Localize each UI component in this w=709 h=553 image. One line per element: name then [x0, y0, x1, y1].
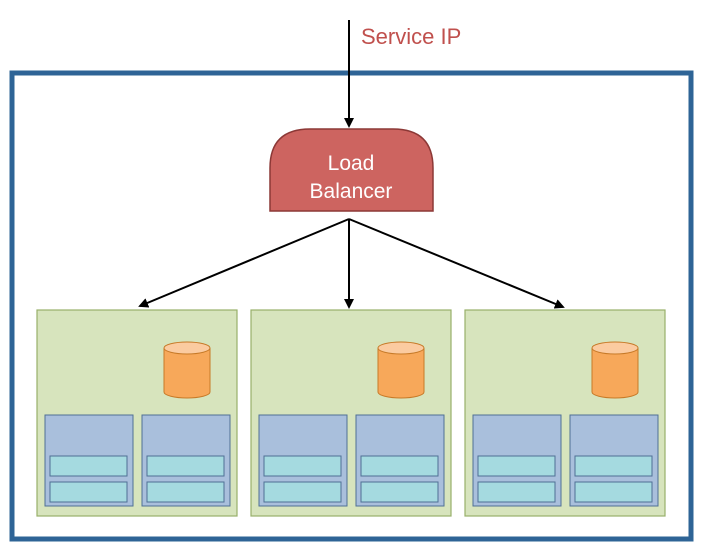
container-box — [44, 414, 134, 507]
cluster-frame — [9, 70, 694, 542]
container-slot — [146, 455, 225, 477]
container-slot — [574, 455, 653, 477]
container-box — [472, 414, 562, 507]
container-box — [569, 414, 659, 507]
container-slot — [360, 455, 439, 477]
database-body — [591, 348, 639, 399]
database-top — [591, 341, 639, 355]
service-ip-label: Service IP — [361, 24, 461, 49]
database-icon — [591, 341, 639, 399]
database-icon — [377, 341, 425, 399]
nodes-layer — [36, 309, 666, 517]
lb-arrow-node-3 — [348, 218, 565, 309]
container-slot — [49, 481, 128, 503]
load-balancer-label-line2: Balancer — [310, 180, 393, 203]
container-box — [355, 414, 445, 507]
load-balancer-shape — [269, 128, 434, 212]
database-body — [377, 348, 425, 399]
container-slot — [360, 481, 439, 503]
database-top — [377, 341, 425, 355]
node-box — [250, 309, 452, 517]
database-body — [163, 348, 211, 399]
container-box — [258, 414, 348, 507]
container-slot — [263, 481, 342, 503]
load-balancer-label-line1: Load — [328, 152, 375, 175]
container-slot — [49, 455, 128, 477]
database-top — [163, 341, 211, 355]
container-slot — [574, 481, 653, 503]
container-slot — [477, 481, 556, 503]
database-icon — [163, 341, 211, 399]
container-slot — [477, 455, 556, 477]
container-slot — [146, 481, 225, 503]
node-box — [36, 309, 238, 517]
container-slot — [263, 455, 342, 477]
container-box — [141, 414, 231, 507]
lb-arrow-node-1 — [138, 218, 350, 308]
node-box — [464, 309, 666, 517]
